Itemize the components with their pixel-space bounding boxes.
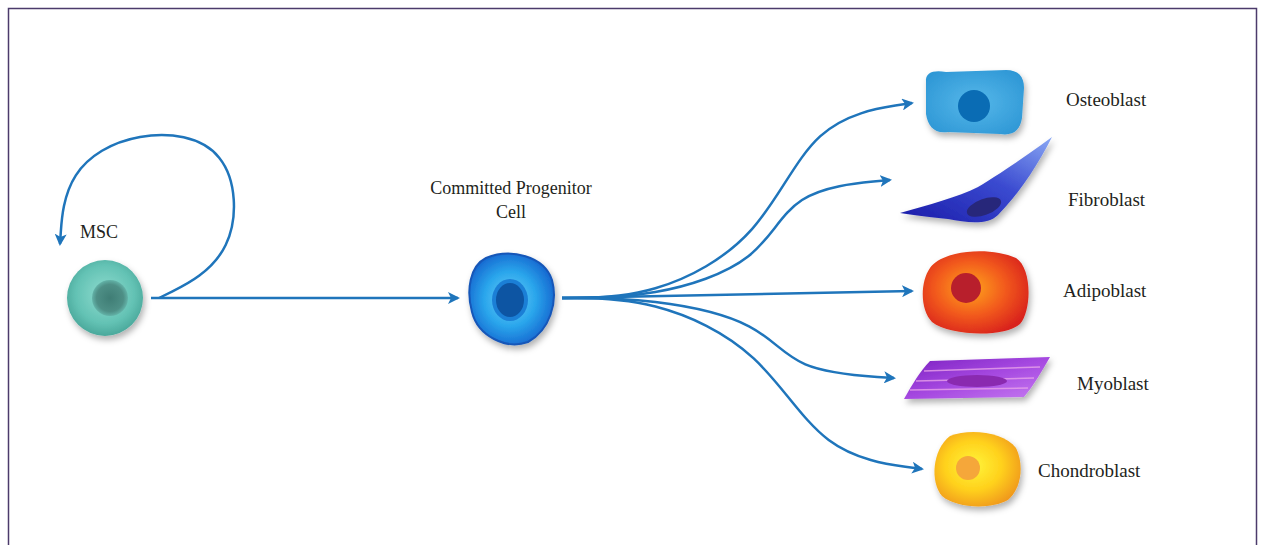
cell-nucleus (947, 375, 1007, 387)
arrow-connector (562, 298, 922, 469)
cell-nucleus (496, 283, 524, 317)
arrow-connector (562, 103, 912, 298)
cell-shape (920, 248, 1032, 334)
cell-label: Committed Progenitor Cell (421, 176, 601, 224)
cell-nucleus (964, 193, 1003, 220)
cell-shape (930, 430, 1022, 508)
fibroblast-cell: Fibroblast (898, 135, 1054, 225)
arrow-connector (151, 297, 458, 300)
frame-rect (9, 9, 1257, 545)
arrow-connector (562, 291, 912, 298)
cell-body (904, 357, 1050, 399)
osteoblast-cell: Osteoblast (920, 68, 1026, 138)
cell-nucleus (956, 456, 980, 480)
cell-nucleus (951, 273, 981, 303)
cell-shape (920, 68, 1026, 138)
chondroblast-cell: Chondroblast (930, 430, 1022, 508)
cell-body (67, 260, 143, 336)
cell-striation (910, 367, 1040, 390)
cell-body (926, 70, 1024, 134)
cell-label: Chondroblast (1038, 459, 1140, 483)
myoblast-cell: Myoblast (902, 355, 1052, 401)
cell-label: Osteoblast (1066, 88, 1146, 112)
cell-nucleus (958, 90, 990, 122)
cell-body (469, 254, 554, 344)
cell-label: Myoblast (1077, 372, 1149, 396)
cell-body (900, 137, 1052, 222)
cell-shape (65, 258, 145, 338)
cell-shape (466, 250, 556, 346)
cell-body (934, 432, 1020, 506)
cell-shape (898, 135, 1054, 225)
cell-body (923, 251, 1029, 333)
cell-nucleus (92, 280, 128, 316)
cell-label: Adipoblast (1063, 279, 1146, 303)
adipoblast-cell: Adipoblast (920, 248, 1032, 334)
cell-shape (902, 355, 1052, 401)
cell-label: Fibroblast (1068, 188, 1145, 212)
stem-cell: MSC (65, 258, 145, 338)
cell-label: MSC (80, 220, 118, 244)
arrow-connector (562, 180, 890, 298)
cell-nucleus-ring (492, 279, 528, 321)
progenitor-cell: Committed Progenitor Cell (466, 250, 556, 346)
